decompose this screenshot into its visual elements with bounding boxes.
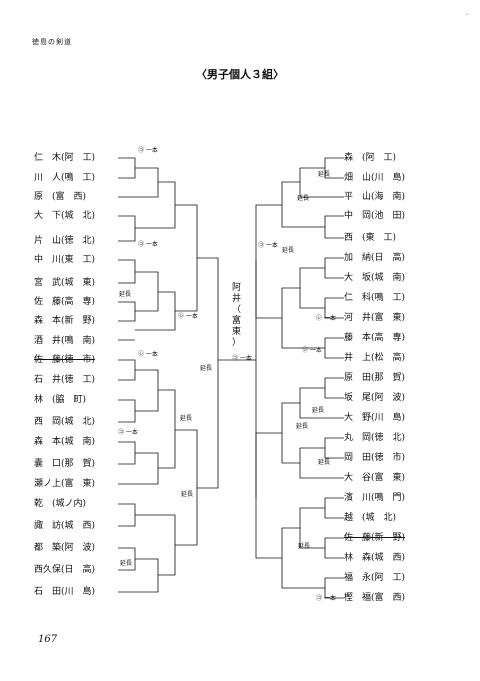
right-player-name: 藤 本(高 専) <box>344 333 406 343</box>
right-player-name: 井 上(松 高) <box>344 353 406 363</box>
right-player-name: 平 山(海 南) <box>344 192 406 202</box>
left-player-name: 林 (脇 町) <box>34 395 87 405</box>
svg-text:㋙ 一本: ㋙ 一本 <box>258 241 278 249</box>
right-player-name: 大 坂(城 南) <box>344 273 406 283</box>
left-player-name: 嚢 口(那 賀) <box>34 459 96 469</box>
svg-text:㋛ 一本: ㋛ 一本 <box>138 350 158 358</box>
svg-text:延長: 延長 <box>119 290 131 298</box>
right-player-name: 福 永(阿 工) <box>344 573 406 583</box>
right-player-name: 森 (阿 工) <box>344 153 397 163</box>
left-player-name: 佐 藤(高 専) <box>34 297 96 307</box>
left-player-name: 酒 井(鳴 南) <box>34 336 96 346</box>
right-player-name: 原 田(那 賀) <box>344 373 406 383</box>
right-player-name: 大 谷(富 東) <box>344 473 406 483</box>
page-title: 〈男子個人３組〉 <box>196 68 284 81</box>
left-player-name: 宮 武(城 東) <box>34 278 96 288</box>
left-player-name: 森 本(城 南) <box>34 437 96 447</box>
svg-text:㋙ 一本: ㋙ 一本 <box>118 428 138 436</box>
right-player-name: 越 (城 北) <box>344 513 397 523</box>
svg-text:㋛ 一本: ㋛ 一本 <box>178 312 198 320</box>
svg-text:延長: 延長 <box>298 542 310 550</box>
right-player-name: 加 納(日 高) <box>344 253 406 263</box>
svg-text:延長: 延長 <box>297 194 309 202</box>
left-player-name: 石 井(徳 工) <box>34 375 96 385</box>
left-player-name: 西久保(日 高) <box>34 565 96 575</box>
right-player-name: 丸 岡(徳 北) <box>344 433 406 443</box>
svg-text:㋙ 一本: ㋙ 一本 <box>232 354 252 362</box>
left-player-name: 佐 藤(徳 市) <box>34 355 96 365</box>
left-player-name: 森 本(新 野) <box>34 316 96 326</box>
score-label: ㋙ 一本 <box>138 146 158 154</box>
svg-text:延長: 延長 <box>282 246 294 254</box>
svg-text:延長: 延長 <box>120 559 132 567</box>
right-player-name: 樫 福(富 西) <box>344 593 406 603</box>
left-player-name: 片 山(徳 北) <box>34 236 96 246</box>
svg-text:延長: 延長 <box>318 458 330 466</box>
right-player-name: 佐 藤(新 野) <box>344 533 406 543</box>
right-player-name: 大 野(川 島) <box>344 413 406 423</box>
svg-text:延長: 延長 <box>318 170 330 178</box>
left-player-name: 瀬ノ上(富 東) <box>34 479 96 489</box>
winner-name: 阿井（富東） <box>232 282 241 348</box>
right-player-name: 中 岡(池 田) <box>344 211 406 221</box>
left-player-name: 諏 訪(城 西) <box>34 521 96 531</box>
left-player-name: 原 (富 西) <box>34 192 87 202</box>
svg-text:延長: 延長 <box>200 364 212 372</box>
svg-text:延長: 延長 <box>312 406 324 414</box>
left-player-name: 西 岡(城 北) <box>34 417 96 427</box>
svg-text:㋙ 一本: ㋙ 一本 <box>138 240 158 248</box>
svg-text:㋙ 一本: ㋙ 一本 <box>316 594 336 602</box>
left-player-name: 中 川(東 工) <box>34 255 96 265</box>
right-player-name: 岡 田(徳 市) <box>344 453 406 463</box>
right-player-name: 坂 尾(阿 波) <box>344 393 406 403</box>
svg-text:㋛ 一本: ㋛ 一本 <box>316 314 336 322</box>
page-number: 167 <box>38 634 58 645</box>
svg-text:㋛ 一本: ㋛ 一本 <box>302 346 322 354</box>
right-player-name: 林 森(城 西) <box>344 553 406 563</box>
left-player-name: 仁 木(阿 工) <box>34 153 96 163</box>
right-player-name: 西 (東 工) <box>344 233 397 243</box>
svg-text:延長: 延長 <box>296 422 308 430</box>
right-player-name: 濱 川(鳴 門) <box>344 493 406 503</box>
left-player-name: 川 人(鳴 工) <box>34 173 96 183</box>
right-player-name: 仁 科(鳴 工) <box>344 293 406 303</box>
left-player-name: 都 築(阿 波) <box>34 543 96 553</box>
left-player-name: 大 下(城 北) <box>34 211 96 221</box>
left-player-name: 石 田(川 島) <box>34 587 96 597</box>
svg-text:延長: 延長 <box>180 414 192 422</box>
right-player-name: 河 井(富 東) <box>344 313 406 323</box>
running-header: 徳島の剣道 <box>32 38 72 46</box>
left-player-name: 乾 (城ノ内) <box>34 499 87 509</box>
right-player-name: 畑 山(川 島) <box>344 173 406 183</box>
svg-text:延長: 延長 <box>181 490 193 498</box>
